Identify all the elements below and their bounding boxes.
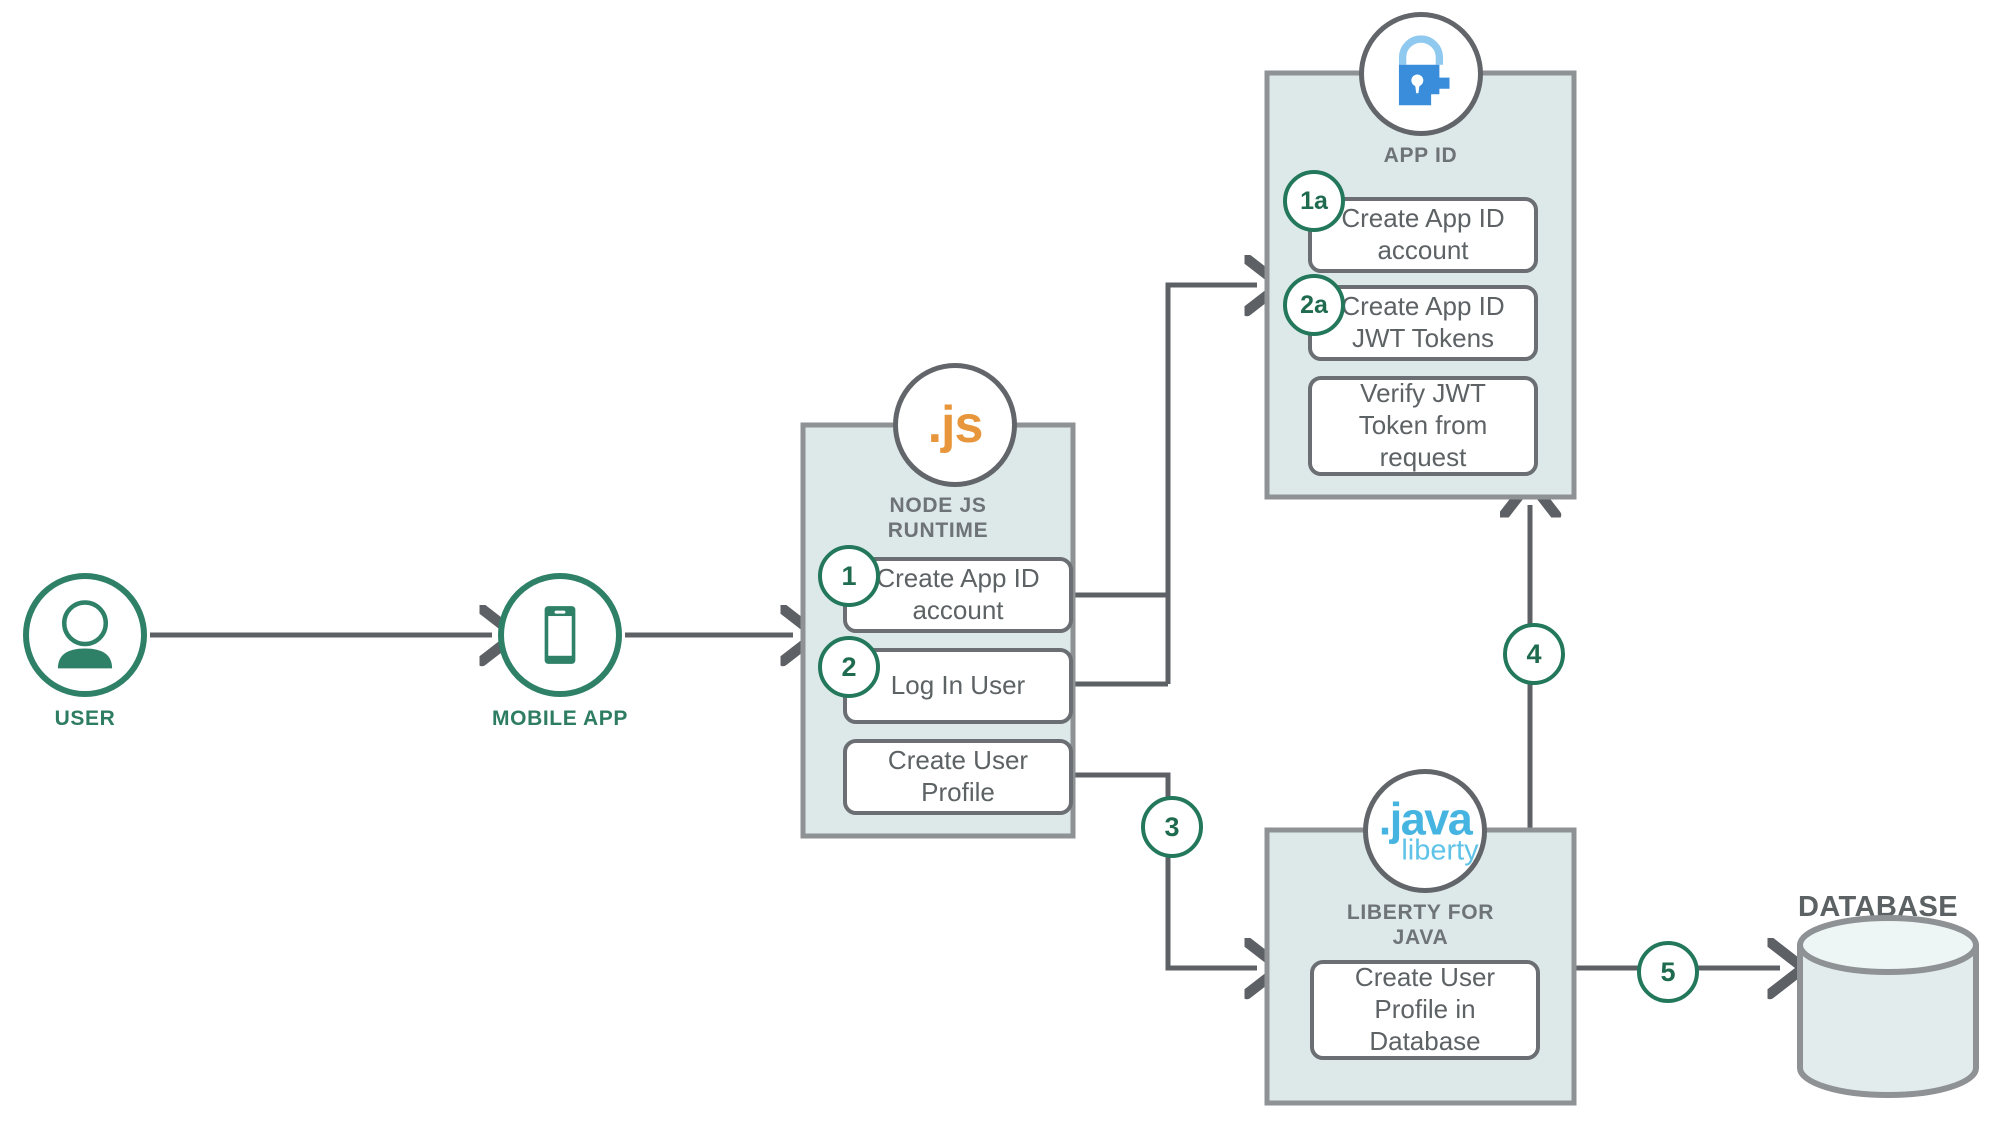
- user-icon: [57, 600, 113, 669]
- padlock-icon: [1398, 35, 1450, 106]
- task-appid-create-account[interactable]: Create App ID account: [1308, 197, 1538, 273]
- java-liberty-logo-disc: .java liberty: [1363, 769, 1487, 893]
- step-badge-2: 2: [818, 636, 880, 698]
- step-badge-3: 3: [1141, 796, 1203, 858]
- task-liberty-create-user-profile-db[interactable]: Create User Profile in Database: [1310, 960, 1540, 1060]
- panel-title-node-js: NODE JS RUNTIME: [887, 494, 989, 542]
- step-badge-4: 4: [1503, 623, 1565, 685]
- task-node-create-appid-account[interactable]: Create App ID account: [843, 557, 1073, 633]
- database-cylinder-icon[interactable]: [1797, 915, 1979, 1098]
- liberty-logo-text: liberty: [1401, 834, 1479, 867]
- nodejs-logo-icon: .js: [927, 396, 984, 454]
- mobile-phone-icon: [544, 606, 576, 664]
- user-icon-disc[interactable]: [23, 573, 147, 697]
- appid-logo-disc: [1359, 12, 1483, 136]
- connector-node-to-liberty: [1073, 772, 1257, 968]
- connector-node-to-appid: [1165, 285, 1257, 684]
- task-appid-verify-jwt[interactable]: Verify JWT Token from request: [1308, 376, 1538, 476]
- user-label: USER: [54, 707, 116, 730]
- task-node-log-in-user[interactable]: Log In User: [843, 648, 1073, 724]
- step-badge-1: 1: [818, 545, 880, 607]
- nodejs-logo-disc: .js: [893, 363, 1017, 487]
- step-badge-1a: 1a: [1283, 170, 1345, 232]
- task-node-create-user-profile[interactable]: Create User Profile: [843, 739, 1073, 815]
- java-logo-text: .java: [1378, 793, 1473, 845]
- step-badge-2a: 2a: [1283, 274, 1345, 336]
- java-liberty-logo-icon: .java liberty: [1368, 797, 1482, 866]
- panel-title-app-id: APP ID: [1383, 144, 1458, 167]
- mobile-app-icon-disc[interactable]: [498, 573, 622, 697]
- mobile-app-label: MOBILE APP: [492, 707, 628, 730]
- task-appid-create-jwt-tokens[interactable]: Create App ID JWT Tokens: [1308, 285, 1538, 361]
- step-badge-5: 5: [1637, 941, 1699, 1003]
- panel-title-liberty-for-java: LIBERTY FOR JAVA: [1346, 901, 1495, 949]
